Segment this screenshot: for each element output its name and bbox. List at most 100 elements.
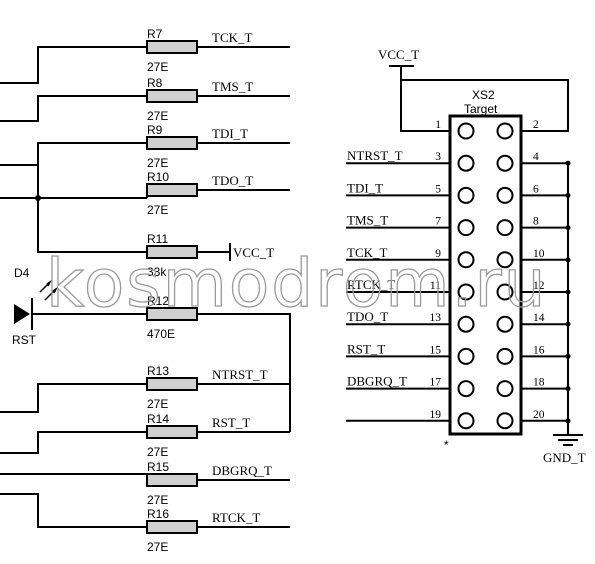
pin-pad [496, 122, 514, 140]
pin-number: 13 [430, 312, 442, 324]
resistor-network: R727ETCK_TR827ETMS_TR927ETDI_TR1027ETDO_… [0, 27, 291, 554]
net-label: NTRST_T [212, 367, 268, 382]
net-label: TDO_T [212, 173, 253, 188]
resistor-body [146, 183, 198, 197]
net-label: TCK_T [347, 245, 388, 260]
pin-pad [457, 412, 475, 430]
wire-5 [0, 383, 147, 413]
net-label: RTCK_T [347, 277, 395, 292]
pin-pad [457, 219, 475, 237]
net-label: RST_T [347, 341, 385, 356]
led-arrowheads [46, 279, 58, 294]
led-triangle [14, 304, 30, 324]
resistor-r10: R10 27E TDO_T [146, 170, 290, 217]
pin-pad [496, 412, 514, 430]
pin-number: 4 [533, 151, 539, 163]
net-label: DBGRQ_T [347, 374, 407, 389]
pin-pad [457, 315, 475, 333]
pin-9: TCK_T 9 [346, 245, 475, 269]
pin-pad [496, 154, 514, 172]
net-label: DBGRQ_T [212, 463, 272, 478]
pin-pad [496, 380, 514, 398]
pin-number: 6 [533, 183, 539, 195]
connector-name: Target [464, 102, 498, 116]
wire-7 [0, 473, 148, 480]
pin-6: 6 [496, 183, 571, 204]
resistor-value: 27E [147, 540, 168, 554]
resistor-ref: R15 [147, 460, 169, 474]
pin-16: 16 [496, 344, 571, 365]
resistor-value: 33k [147, 265, 167, 279]
resistor-r15: R15 27E DBGRQ_T [146, 460, 290, 507]
pin-18: 18 [496, 377, 571, 398]
wire-1 [0, 95, 147, 122]
vcc-pin1 [400, 80, 450, 132]
vcc-wire [400, 66, 569, 132]
resistor-body [146, 473, 198, 487]
wire-8 [0, 493, 147, 528]
pin-pad [496, 251, 514, 269]
pin-pad [496, 315, 514, 333]
pin-number: 3 [435, 151, 441, 163]
pin-pad [496, 186, 514, 204]
pin-3: NTRST_T 3 [346, 148, 475, 172]
resistor-value: 27E [147, 203, 168, 217]
pin-8: 8 [496, 216, 571, 237]
resistor-ref: R16 [147, 507, 169, 521]
pin-number: 15 [430, 344, 442, 356]
pin-15: RST_T 15 [346, 341, 475, 365]
resistor-ref: R14 [147, 412, 169, 426]
pin-number: 9 [435, 248, 441, 260]
resistor-value: 27E [147, 493, 168, 507]
pin-2: 2 [496, 119, 539, 140]
resistor-ref: R11 [147, 232, 168, 246]
wire-4 [37, 165, 147, 253]
wire-0 [0, 46, 147, 84]
resistor-ref: R7 [147, 27, 163, 41]
pin-number: 5 [435, 183, 441, 195]
pin-pad [457, 186, 475, 204]
net-label: TMS_T [347, 213, 388, 228]
wire-2 [0, 142, 147, 166]
net-label: RST_T [212, 415, 250, 430]
wire-6 [0, 431, 147, 454]
pin-number: 17 [430, 377, 442, 389]
pin-1: 1 [435, 119, 475, 140]
net-label: NTRST_T [347, 148, 403, 163]
resistor-body [146, 377, 198, 391]
resistor-value: 27E [147, 156, 168, 170]
pin-number: 19 [430, 409, 442, 421]
pin-19: 19 [346, 409, 475, 430]
pin-pad [457, 154, 475, 172]
r12-to-rst [197, 313, 291, 432]
resistor-body [146, 40, 198, 54]
resistor-value: 470E [147, 327, 175, 341]
connector-ref: XS2 [472, 88, 495, 102]
junction-dot [35, 195, 41, 201]
pin1-marker: * [444, 438, 449, 452]
pin-number: 20 [533, 409, 545, 421]
resistor-value: 27E [147, 109, 168, 123]
pin-14: 14 [496, 312, 571, 333]
resistor-ref: R10 [147, 170, 169, 184]
resistor-ref: R12 [147, 294, 169, 308]
resistor-value: 27E [147, 60, 168, 74]
resistor-body [146, 89, 198, 103]
resistor-ref: R13 [147, 364, 169, 378]
watermark: kosmodrom.ru [46, 245, 548, 322]
pin-pad [457, 347, 475, 365]
resistor-value: 27E [147, 397, 168, 411]
pin-number: 12 [533, 280, 545, 292]
pin-pad [457, 283, 475, 301]
pin-13: TDO_T 13 [346, 309, 475, 333]
net-label: VCC_T [233, 245, 274, 260]
pin-number: 11 [430, 280, 441, 292]
net-label: TDO_T [347, 309, 388, 324]
